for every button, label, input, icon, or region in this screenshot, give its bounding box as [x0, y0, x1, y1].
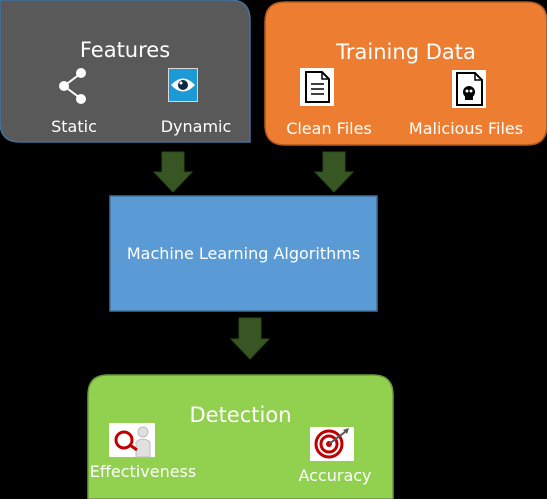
detection-title: Detection: [189, 403, 292, 427]
dynamic-label: Dynamic: [160, 117, 232, 136]
ml-box: [109, 195, 378, 312]
detection-box: [87, 374, 394, 499]
document-icon: [300, 68, 334, 106]
clean-files-label: Clean Files: [286, 119, 372, 138]
accuracy-label: Accuracy: [298, 466, 372, 485]
features-title: Features: [79, 38, 171, 62]
arrow-features-to-ml: [152, 151, 194, 193]
eye-icon: [168, 68, 198, 102]
share-icon: [59, 68, 86, 104]
effectiveness-label: Effectiveness: [89, 462, 197, 481]
features-box: [0, 0, 251, 143]
training-data-title: Training Data: [336, 40, 476, 64]
static-label: Static: [51, 117, 97, 136]
arrow-ml-to-detection: [229, 317, 271, 360]
target-icon: [310, 427, 354, 461]
magnifier-person-icon: [109, 423, 155, 458]
training-data-box: [264, 1, 547, 146]
arrow-training-to-ml: [313, 151, 355, 193]
malicious-files-label: Malicious Files: [408, 119, 524, 138]
skull-file-icon: [452, 70, 486, 108]
ml-title: Machine Learning Algorithms: [126, 244, 361, 263]
